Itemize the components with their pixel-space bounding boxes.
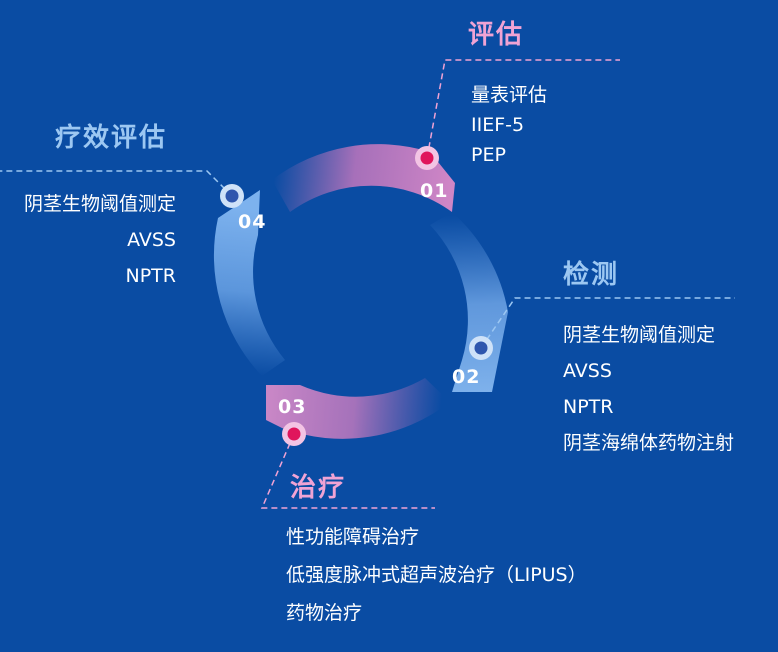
marker-04	[220, 184, 244, 208]
list-item: 阴茎生物阈值测定	[23, 193, 176, 215]
step-number-02: 02	[452, 366, 481, 388]
list-item: 量表评估	[471, 84, 548, 106]
list-item: AVSS	[127, 229, 176, 251]
ring-segment-02	[430, 212, 508, 392]
leader-line-02	[480, 297, 735, 349]
marker-02	[469, 336, 493, 360]
step-title-03: 治疗	[290, 473, 347, 503]
leader-line-03	[260, 433, 435, 509]
step-items-04: 阴茎生物阈值测定 AVSS NPTR	[24, 186, 176, 294]
ring-segment-04	[213, 190, 285, 376]
leader-line-01	[426, 59, 620, 159]
step-number-01: 01	[420, 180, 449, 202]
marker-03	[282, 422, 306, 446]
step-number-03: 03	[278, 396, 307, 418]
step-title-02: 检测	[563, 260, 620, 290]
step-items-03: 性功能障碍治疗 低强度脉冲式超声波治疗（LIPUS） 药物治疗	[286, 518, 587, 632]
list-item: NPTR	[563, 396, 614, 418]
list-item: 低强度脉冲式超声波治疗（LIPUS）	[286, 564, 587, 586]
step-title-01: 评估	[468, 20, 525, 50]
list-item: 阴茎海绵体药物注射	[563, 432, 735, 454]
step-items-02: 阴茎生物阈值测定 AVSS NPTR 阴茎海绵体药物注射	[563, 317, 734, 461]
list-item: PEP	[471, 144, 506, 166]
step-title-04: 疗效评估	[55, 123, 168, 153]
list-item: AVSS	[563, 360, 612, 382]
list-item: IIEF-5	[471, 114, 525, 136]
ring-segment-01	[272, 144, 455, 212]
ring-segment-03	[266, 378, 450, 439]
list-item: 性功能障碍治疗	[286, 526, 420, 548]
list-item: 药物治疗	[286, 602, 363, 624]
step-number-04: 04	[238, 211, 267, 233]
marker-01	[415, 146, 439, 170]
list-item: 阴茎生物阈值测定	[563, 324, 716, 346]
step-items-01: 量表评估 IIEF-5 PEP	[471, 80, 547, 170]
list-item: NPTR	[125, 265, 176, 287]
